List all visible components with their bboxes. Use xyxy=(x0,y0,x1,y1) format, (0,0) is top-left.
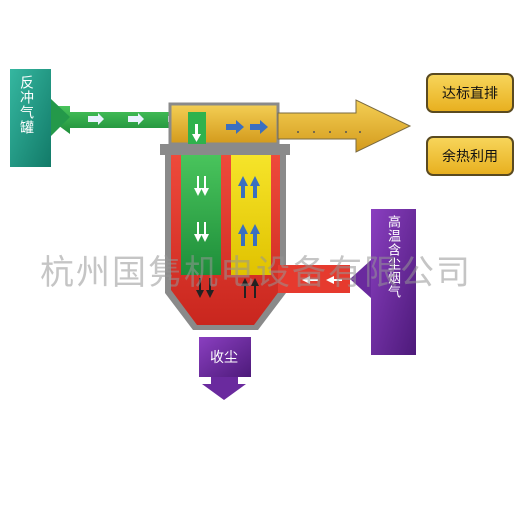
reverse-gas-tank-box xyxy=(10,69,51,167)
reverse-gas-pipe-arrowhead xyxy=(51,99,70,136)
tube-sheet xyxy=(160,144,290,155)
down-flow-arrow-top xyxy=(192,124,201,142)
dust-collection-box xyxy=(199,337,251,377)
filter-right-yellow xyxy=(231,155,271,275)
dust-collection-label: 收尘 xyxy=(210,350,238,366)
reverse-gas-pipe xyxy=(51,106,200,134)
outlet-arrow xyxy=(277,99,412,153)
high-temp-flue-gas-label: 高温含尘烟气 xyxy=(385,215,400,299)
flue-gas-arrowhead xyxy=(350,260,371,298)
left-filter-down-arrows xyxy=(194,176,209,242)
outlet-dots xyxy=(297,131,361,133)
compliant-discharge-button[interactable]: 达标直排 xyxy=(426,73,514,113)
right-filter-up-arrows xyxy=(238,176,260,246)
dust-collection-arrow xyxy=(202,377,246,400)
inlet-flow-arrows xyxy=(302,276,342,284)
lower-chamber-arrows xyxy=(196,278,259,298)
duct-flow-arrows xyxy=(226,120,268,134)
filter-left-green xyxy=(181,155,221,275)
high-temp-flue-gas-box xyxy=(371,209,416,355)
company-watermark: 杭州国隽机电设备有限公司 xyxy=(40,253,472,293)
reverse-gas-tank-label: 反冲气罐 xyxy=(18,75,34,135)
waste-heat-utilization-button[interactable]: 余热利用 xyxy=(426,136,514,176)
